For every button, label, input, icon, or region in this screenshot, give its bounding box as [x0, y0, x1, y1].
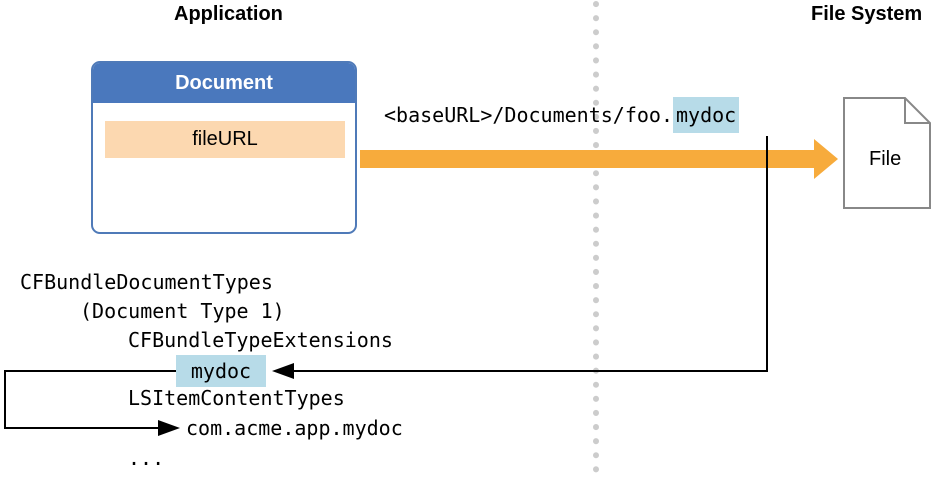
content-type-connector-line [4, 370, 176, 429]
content-type-connector-arrowhead [158, 420, 180, 436]
plist-document-types: CFBundleDocumentTypes [20, 270, 273, 294]
plist-type-extensions: CFBundleTypeExtensions [128, 328, 393, 352]
application-heading: Application [174, 3, 283, 25]
plist-document-type-1: (Document Type 1) [80, 299, 285, 323]
plist-content-types: LSItemContentTypes [128, 386, 345, 410]
extension-connector-arrowhead [272, 363, 294, 379]
url-arrow-shaft [360, 150, 816, 168]
file-label: File [869, 148, 902, 170]
document-title: Document [93, 63, 355, 103]
plist-content-type-value: com.acme.app.mydoc [186, 416, 403, 440]
file-icon [843, 97, 931, 209]
file-system-heading: File System [811, 3, 923, 25]
plist-ellipsis: ... [128, 446, 165, 470]
url-path-extension: mydoc [672, 97, 740, 133]
file-icon-fold [904, 98, 930, 124]
url-path-prefix: <baseURL>/Documents/foo. [384, 103, 673, 127]
fileurl-property: fileURL [105, 121, 345, 158]
url-path: <baseURL>/Documents/foo.mydoc [384, 97, 740, 133]
extension-connector-line [292, 136, 768, 372]
url-arrow-head [814, 139, 838, 179]
plist-extension-value: mydoc [176, 355, 266, 387]
